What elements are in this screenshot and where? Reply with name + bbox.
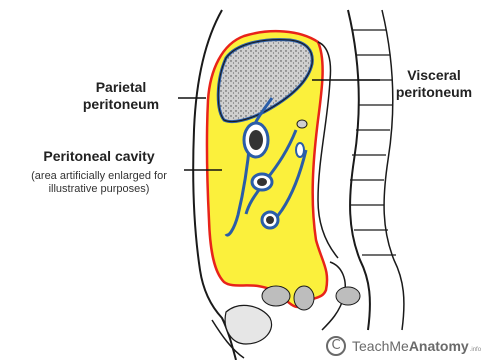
teachme-anatomy-watermark: C TeachMeAnatomy .info xyxy=(326,336,481,356)
colon-lumen xyxy=(257,178,267,186)
bladder xyxy=(225,305,271,344)
cavity-note-line2: illustrative purposes) xyxy=(6,183,192,196)
pelvic-organ-1 xyxy=(262,286,290,306)
vertebral-column xyxy=(348,10,370,330)
pancreas xyxy=(296,143,304,157)
stomach-lumen xyxy=(249,130,263,150)
cavity-note-line1: (area artificially enlarged for xyxy=(6,170,192,183)
vertebral-column-back xyxy=(382,10,404,330)
brand-regular: TeachMe xyxy=(352,338,409,354)
pelvic-organ-2 xyxy=(294,286,314,310)
brand-name: TeachMeAnatomy xyxy=(352,338,469,354)
duodenum xyxy=(297,120,307,128)
pelvic-organ-3 xyxy=(336,287,360,305)
parietal-label-line1: Parietal xyxy=(66,79,176,96)
parietal-label-line2: peritoneum xyxy=(66,96,176,113)
brand-suffix: .info xyxy=(470,347,481,353)
intestine-lumen xyxy=(266,216,274,224)
parietal-peritoneum-label: Parietal peritoneum xyxy=(66,79,176,113)
brand-bold: Anatomy xyxy=(409,338,469,354)
visceral-peritoneum-label: Visceral peritoneum xyxy=(384,67,484,101)
visceral-label-line2: peritoneum xyxy=(384,84,484,101)
visceral-label-line1: Visceral xyxy=(384,67,484,84)
peritoneal-cavity-label: Peritoneal cavity xyxy=(14,148,184,165)
copyright-icon: C xyxy=(326,336,346,356)
peritoneal-cavity-note: (area artificially enlarged for illustra… xyxy=(6,170,192,196)
